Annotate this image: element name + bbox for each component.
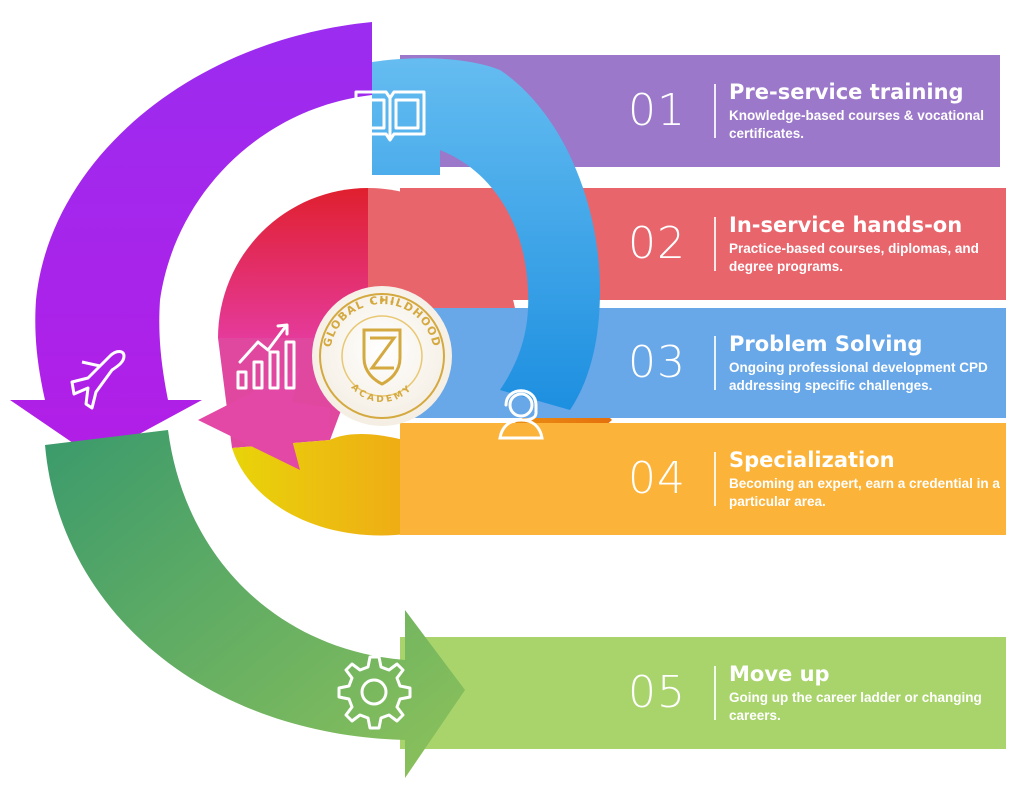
headset-agent-icon (498, 389, 544, 440)
step-title: Specialization (729, 448, 895, 472)
divider (714, 666, 716, 720)
step-05: 05 Move up Going up the career ladder or… (0, 637, 1006, 749)
step-title: Problem Solving (729, 332, 923, 356)
step-02: 02 In-service hands-on Practice-based co… (0, 188, 1006, 300)
step-03: 03 Problem Solving Ongoing professional … (0, 308, 1006, 418)
band-bg-02 (400, 188, 1006, 300)
band-bg-04 (400, 423, 1006, 535)
shield-icon (362, 328, 402, 386)
step-title: In-service hands-on (729, 213, 963, 237)
step-number: 04 (628, 453, 686, 504)
step-title: Move up (729, 662, 830, 686)
step-01: 01 Pre-service training Knowledge-based … (0, 55, 1006, 167)
academy-seal: GLOBAL CHILDHOOD ACADEMY (312, 286, 452, 426)
step-number: 03 (628, 337, 686, 388)
divider (714, 336, 716, 390)
divider (714, 84, 716, 138)
gear-icon (337, 655, 412, 730)
step-number: 01 (628, 85, 686, 136)
wheel-quadrant-red (218, 188, 368, 338)
magenta-pointer-arrow (198, 368, 330, 470)
book-icon (354, 90, 426, 142)
step-04: 04 Specialization Becoming an expert, ea… (0, 423, 1006, 535)
step-number: 05 (628, 667, 686, 718)
divider (714, 217, 716, 271)
step-description: Practice-based courses, diplomas, and de… (729, 241, 979, 274)
band-bg-03 (400, 308, 1006, 418)
step-number: 02 (628, 218, 686, 269)
divider (714, 452, 716, 506)
green-arrow (45, 430, 465, 778)
band-bg-05 (400, 637, 1006, 749)
growth-chart-icon (236, 323, 296, 390)
step-title: Pre-service training (729, 80, 964, 104)
purple-arrow (10, 22, 372, 458)
step-description: Going up the career ladder or changing c… (729, 690, 982, 723)
step-description: Knowledge-based courses & vocational cer… (729, 108, 985, 141)
step-description: Becoming an expert, earn a credential in… (729, 476, 1000, 509)
airplane-icon (70, 350, 126, 410)
step-description: Ongoing professional development CPD add… (729, 360, 988, 393)
